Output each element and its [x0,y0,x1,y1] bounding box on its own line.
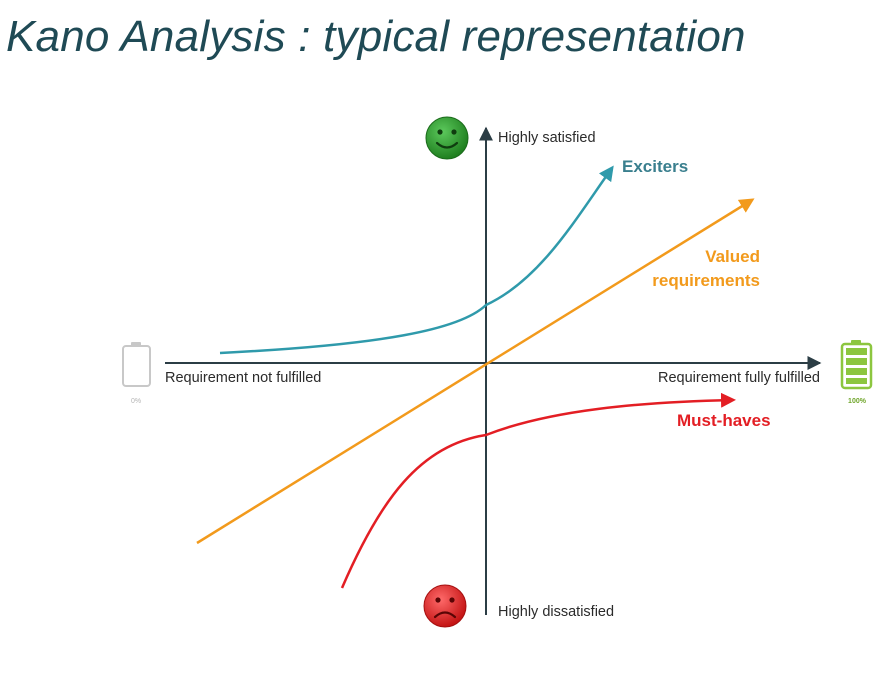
empty-battery-icon [122,342,151,387]
axis-label-bottom: Highly dissatisfied [498,604,614,620]
valued-requirements-label-line1: Valued [705,247,760,266]
sad-face-icon [423,584,467,628]
exciters-curve [219,165,614,355]
valued-requirements-line [196,198,755,545]
axis-label-left: Requirement not fulfilled [165,370,321,386]
exciters-label: Exciters [622,157,688,176]
happy-face-icon [425,116,469,160]
axis-label-top: Highly satisfied [498,130,596,146]
valued-requirements-label-line2: requirements [652,271,760,290]
axis-label-right: Requirement fully fulfilled [658,370,820,386]
must-haves-label: Must-haves [677,411,771,430]
full-battery-icon [840,340,873,390]
full-battery-label: 100% [848,398,867,405]
page-title: Kano Analysis : typical representation [6,12,746,61]
empty-battery-label: 0% [131,398,141,405]
must-haves-curve [340,392,736,589]
